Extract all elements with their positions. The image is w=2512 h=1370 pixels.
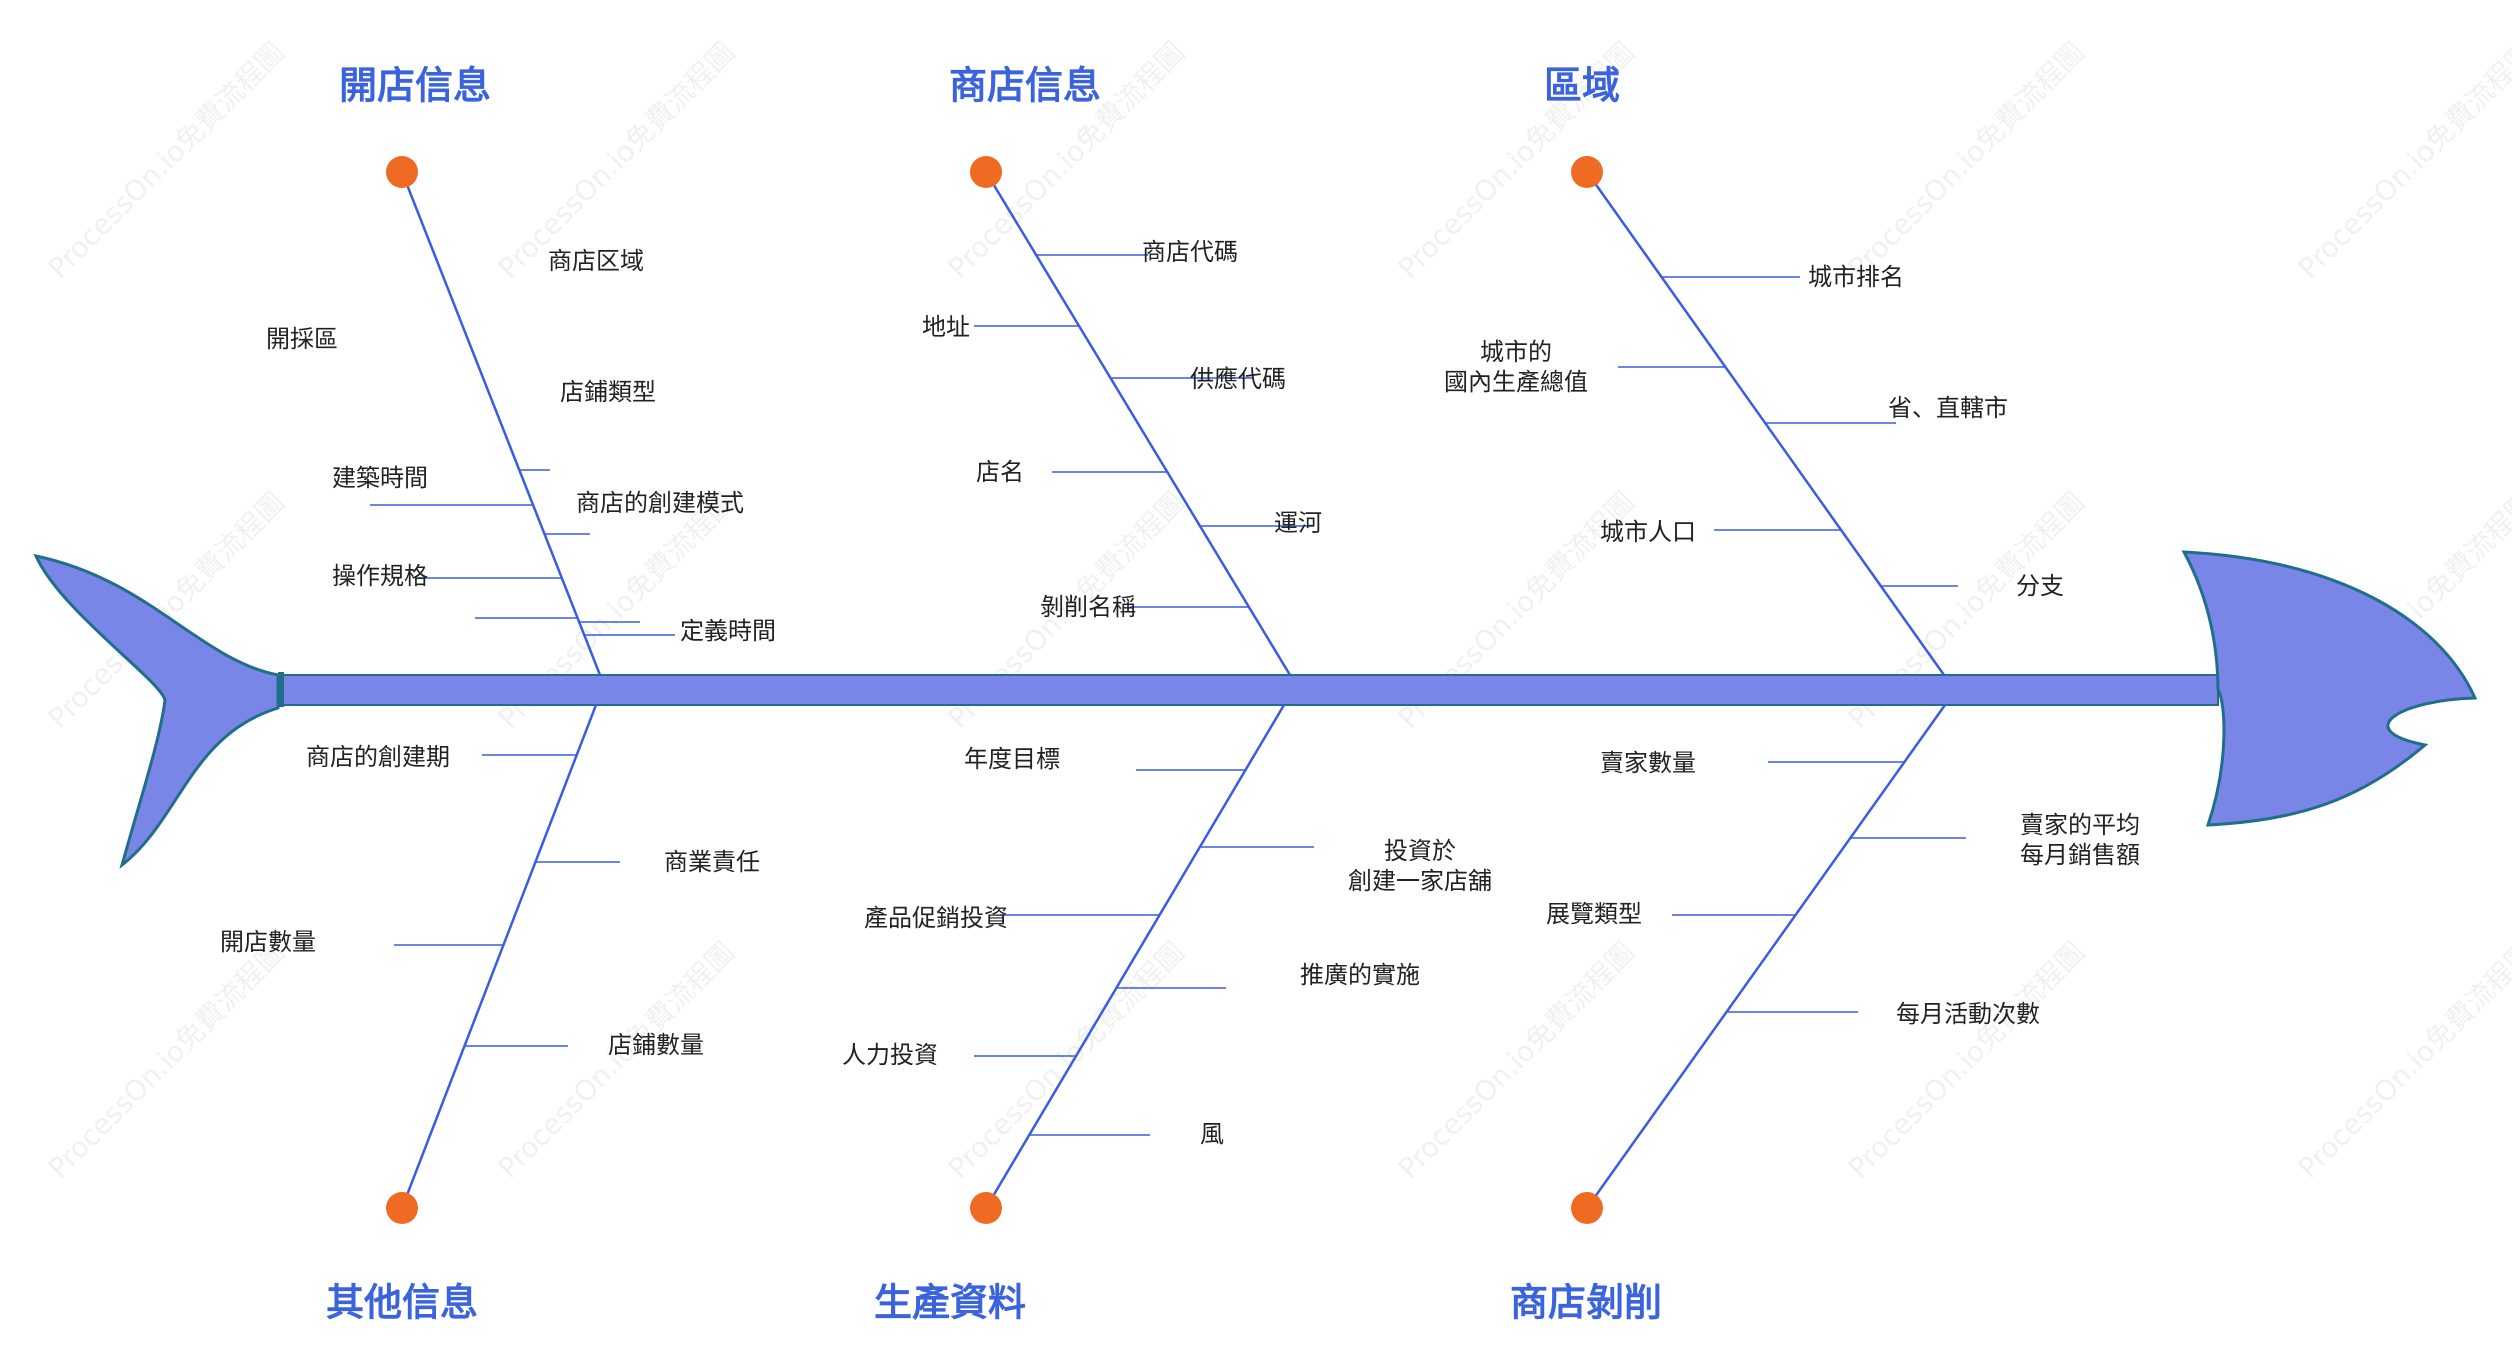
watermark-layer: ProcessOn.io免費流程圖 ProcessOn.io免費流程圖 Proces… [42, 35, 2512, 1184]
cat-top2-cause-label: 地址 [922, 313, 970, 341]
watermark-text: ProcessOn.io免費流程圖 [942, 935, 1191, 1184]
watermark-text: ProcessOn.io免費流程圖 [1842, 35, 2091, 284]
cat-top3-cause-label: 省、直轄市 [1888, 394, 2008, 422]
watermark-text: ProcessOn.io免費流程圖 [42, 35, 291, 284]
cat-bot1-cause-label: 商店的創建期 [306, 743, 450, 771]
cat-top1-title: 開店信息 [339, 64, 491, 108]
cat-top1-cause-label: 店鋪類型 [560, 378, 656, 406]
cat-bot3-cause-label: 每月活動次數 [1896, 1000, 2040, 1028]
watermark-text: ProcessOn.io免費流程圖 [2292, 35, 2512, 284]
cat-bot2-cause-label: 產品促銷投資 [864, 904, 1008, 932]
cat-bot1-title: 其他信息 [326, 1281, 478, 1325]
bones-layer [370, 156, 1966, 1224]
cat-top2-cause-label: 商店代碼 [1142, 238, 1238, 266]
spine-joint [278, 672, 284, 707]
cat-bot3-title: 商店剝削 [1510, 1281, 1662, 1325]
fish-head [2181, 550, 2478, 827]
cat-top2-title: 商店信息 [949, 64, 1101, 108]
cat-top2-node [970, 156, 1002, 188]
cat-top1-cause-label: 定義時間 [680, 617, 776, 645]
cat-top3-node [1571, 156, 1603, 188]
cat-top1-cause-label: 商店的創建模式 [576, 489, 744, 517]
fish-tail [33, 553, 280, 869]
watermark-text: ProcessOn.io免費流程圖 [1392, 935, 1641, 1184]
cat-bot3-main-bone [1585, 704, 1947, 1209]
cat-bot1-main-bone [400, 704, 598, 1209]
cat-bot2-cause-label: 投資於創建一家店舖 [1348, 837, 1492, 895]
cat-top3-cause-label: 城市的國內生產總值 [1444, 338, 1588, 396]
cat-bot2-node [970, 1192, 1002, 1224]
cat-bot2-main-bone [984, 704, 1286, 1209]
cat-bot1-cause-label: 店鋪數量 [608, 1031, 704, 1059]
cat-bot3-cause-label: 賣家的平均每月銷售額 [2020, 811, 2140, 869]
cat-top1-main-bone [400, 171, 602, 676]
cat-bot3-cause-label: 展覽類型 [1546, 900, 1642, 928]
fish-spine [281, 674, 2219, 706]
cat-top1-cause-label: 建築時間 [332, 464, 428, 492]
cat-bot3-node [1571, 1192, 1603, 1224]
cat-bot1-node [386, 1192, 418, 1224]
cat-bot2-title: 生產資料 [874, 1281, 1026, 1325]
cat-top2-cause-label: 剝削名稱 [1040, 593, 1136, 621]
cat-bot3-cause-label: 賣家數量 [1600, 749, 1696, 777]
cat-top3-title: 區域 [1544, 64, 1620, 108]
cat-top3-cause-label: 城市人口 [1600, 518, 1696, 546]
cat-top2-cause-label: 運河 [1274, 509, 1322, 537]
cat-top1-cause-label: 開採區 [266, 325, 338, 353]
cat-bot1-cause-label: 開店數量 [220, 928, 316, 956]
cat-top1-node [386, 156, 418, 188]
watermark-text: ProcessOn.io免費流程圖 [42, 935, 291, 1184]
cat-bot2-cause-label: 年度目標 [964, 745, 1060, 773]
watermark-text: ProcessOn.io免費流程圖 [1842, 935, 2091, 1184]
cat-bot2-cause-label: 人力投資 [842, 1041, 938, 1069]
cat-bot2-cause-label: 推廣的實施 [1300, 961, 1420, 989]
cat-top2-main-bone [984, 171, 1292, 676]
cat-top1-cause-label: 操作規格 [332, 562, 428, 590]
cat-top3-cause-label: 分支 [2016, 572, 2064, 600]
cat-bot2-cause-label: 風 [1200, 1120, 1224, 1148]
cat-top3-cause-label: 城市排名 [1808, 263, 1904, 291]
watermark-text: ProcessOn.io免費流程圖 [492, 935, 741, 1184]
cat-bot1-cause-label: 商業責任 [664, 848, 760, 876]
cat-top1-cause-label: 商店区域 [548, 247, 644, 275]
cat-top2-cause-label: 供應代碼 [1190, 365, 1286, 393]
cat-top2-cause-label: 店名 [976, 458, 1024, 486]
watermark-text: ProcessOn.io免費流程圖 [2292, 935, 2512, 1184]
